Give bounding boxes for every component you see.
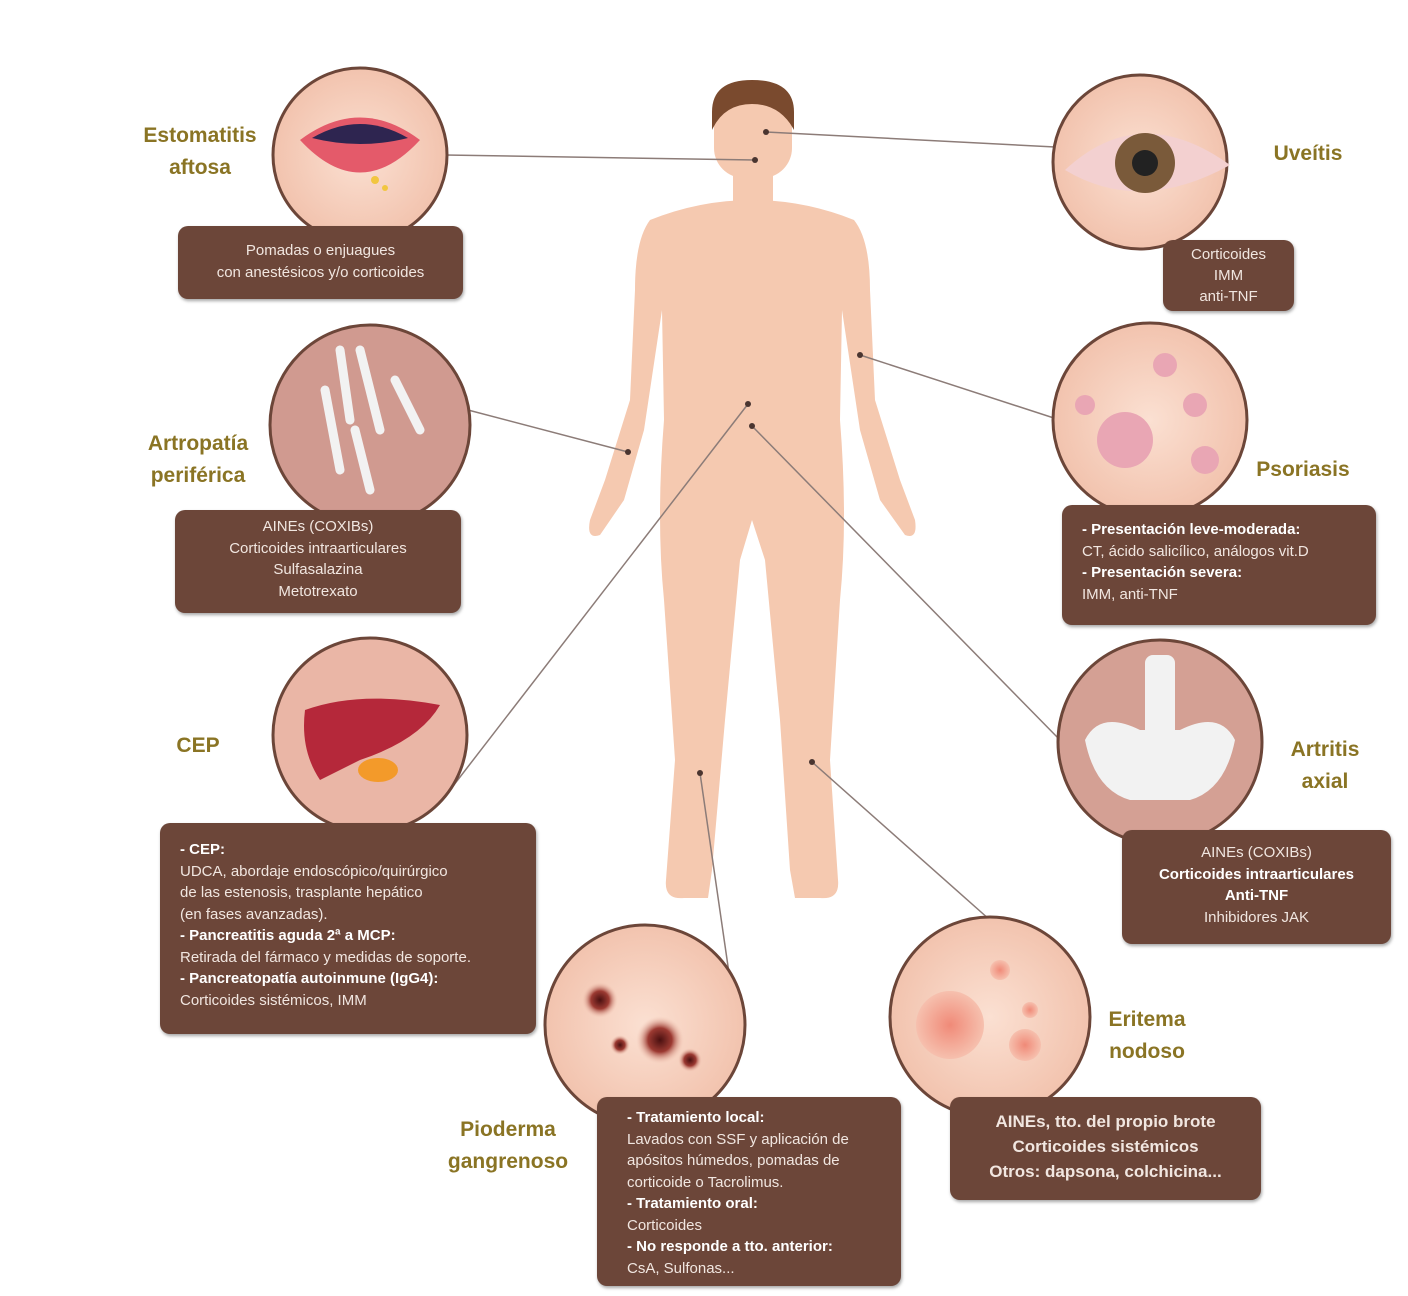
treatment-line: con anestésicos y/o corticoides: [216, 263, 425, 281]
treatment-line: Corticoides sistémicos, IMM: [180, 991, 367, 1009]
label-line: Pioderma: [460, 1118, 556, 1141]
label-line: aftosa: [169, 156, 231, 179]
label-line: axial: [1301, 770, 1349, 793]
pyoderma-skin-illustration: [543, 923, 747, 1127]
treatment-line: IMM: [1213, 267, 1244, 284]
label-estomatitis: Estomatitis aftosa: [120, 120, 280, 184]
treatment-heading: - Presentación severa:: [1082, 564, 1243, 581]
label-artritis-axial: Artritis axial: [1270, 734, 1380, 798]
treatment-heading: - No responde a tto. anterior:: [627, 1238, 833, 1255]
treatment-line: Corticoides intraarticulares: [1158, 865, 1355, 883]
label-psoriasis: Psoriasis: [1245, 454, 1361, 486]
eye-illustration: [1051, 73, 1230, 251]
pelvis-spine-illustration: [1056, 638, 1264, 846]
treatment-box-psoriasis: - Presentación leve-moderada: CT, ácido …: [1062, 505, 1376, 625]
label-line: Uveítis: [1273, 142, 1343, 165]
treatment-line: AINEs (COXIBs): [1201, 844, 1312, 861]
treatment-line: Inhibidores JAK: [1203, 908, 1310, 926]
label-line: gangrenoso: [447, 1150, 569, 1173]
treatment-box-pioderma: - Tratamiento local: Lavados con SSF y a…: [597, 1097, 901, 1286]
label-line: Artropatía: [147, 432, 249, 455]
label-pioderma: Pioderma gangrenoso: [440, 1114, 576, 1178]
treatment-line: AINEs (COXIBs): [262, 518, 374, 535]
treatment-line: anti-TNF: [1199, 288, 1258, 305]
treatment-line: Corticoides: [627, 1216, 703, 1234]
label-cep: CEP: [160, 730, 236, 762]
label-line: Estomatitis: [143, 124, 257, 147]
treatment-line: Sulfasalazina: [273, 561, 363, 578]
treatment-line: Anti-TNF: [1224, 887, 1289, 904]
treatment-line: IMM, anti-TNF: [1082, 585, 1178, 603]
treatment-box-uveitis: Corticoides IMM anti-TNF: [1163, 240, 1294, 311]
treatment-box-artritis-axial: AINEs (COXIBs) Corticoides intraarticula…: [1122, 830, 1391, 944]
hand-xray-illustration: [268, 323, 472, 527]
treatment-line: de las estenosis, trasplante hepático: [180, 884, 423, 901]
erythema-nodosum-illustration: [888, 915, 1092, 1119]
treatment-box-estomatitis: Pomadas o enjuagues con anestésicos y/o …: [178, 226, 463, 299]
treatment-line: Corticoides: [1190, 246, 1267, 263]
treatment-line: AINEs, tto. del propio brote: [995, 1112, 1216, 1131]
treatment-heading: - Tratamiento local:: [627, 1109, 765, 1126]
treatment-box-cep: - CEP: UDCA, abordaje endoscópico/quirúr…: [160, 823, 536, 1034]
treatment-heading: - Pancreatopatía autoinmune (IgG4):: [180, 970, 439, 987]
treatment-line: Lavados con SSF y aplicación de: [627, 1130, 849, 1148]
treatment-heading: - Presentación leve-moderada:: [1082, 521, 1301, 538]
mouth-illustration: [271, 66, 449, 244]
label-artropatia: Artropatía periférica: [118, 428, 278, 492]
liver-illustration: [271, 636, 469, 834]
treatment-line: UDCA, abordaje endoscópico/quirúrgico: [180, 862, 448, 880]
treatment-line: Corticoides sistémicos: [1012, 1137, 1199, 1156]
label-uveitis: Uveítis: [1250, 138, 1366, 170]
treatment-line: Otros: dapsona, colchicina...: [989, 1162, 1222, 1181]
label-line: nodoso: [1109, 1040, 1185, 1063]
label-line: Artritis: [1290, 738, 1360, 761]
label-line: Eritema: [1108, 1008, 1186, 1031]
treatment-heading: - Pancreatitis aguda 2ª a MCP:: [180, 927, 396, 944]
label-eritema: Eritema nodoso: [1090, 1004, 1204, 1068]
treatment-line: Corticoides intraarticulares: [229, 539, 407, 557]
treatment-line: Metotrexato: [278, 582, 358, 600]
treatment-heading: - CEP:: [180, 841, 225, 858]
treatment-line: CT, ácido salicílico, análogos vit.D: [1082, 542, 1309, 560]
psoriasis-skin-illustration: [1051, 321, 1249, 519]
connector-lines: [444, 131, 1061, 981]
treatment-heading: - Tratamiento oral:: [627, 1195, 758, 1212]
treatment-line: Pomadas o enjuagues: [245, 242, 396, 259]
label-line: Psoriasis: [1256, 458, 1350, 481]
treatment-line: (en fases avanzadas).: [180, 905, 328, 923]
treatment-box-eritema: AINEs, tto. del propio brote Corticoides…: [950, 1097, 1261, 1200]
human-body-figure: [589, 80, 916, 899]
treatment-line: CsA, Sulfonas...: [627, 1259, 735, 1277]
label-line: periférica: [150, 464, 246, 487]
treatment-box-artropatia: AINEs (COXIBs) Corticoides intraarticula…: [175, 510, 461, 613]
treatment-line: apósitos húmedos, pomadas de: [627, 1152, 840, 1169]
label-line: CEP: [176, 734, 220, 757]
treatment-line: Retirada del fármaco y medidas de soport…: [180, 948, 471, 966]
treatment-line: corticoide o Tacrolimus.: [627, 1173, 784, 1191]
